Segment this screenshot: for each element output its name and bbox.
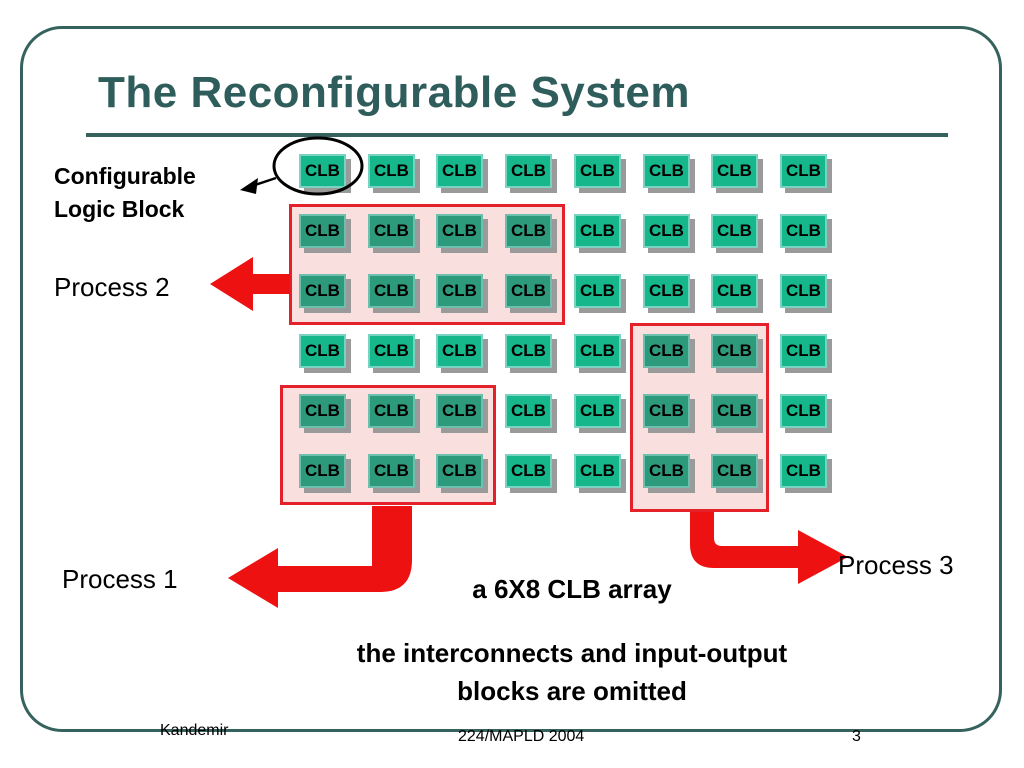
clb-highlight-ellipse [272,136,364,196]
clb-cell-r2-c7: CLB [711,214,758,248]
clb-cell-r2-c6: CLB [643,214,690,248]
clb-cell-r5-c1: CLB [299,394,346,428]
clb-cell-r2-c8: CLB [780,214,827,248]
clb-cell-r4-c8: CLB [780,334,827,368]
clb-cell-r6-c6: CLB [643,454,690,488]
clb-cell-r3-c2: CLB [368,274,415,308]
omitted-note-line-2: blocks are omitted [457,676,687,706]
process-2-arrow [210,257,290,311]
array-caption: a 6X8 CLB array [472,574,672,604]
clb-cell-r1-c4: CLB [505,154,552,188]
clb-cell-r2-c2: CLB [368,214,415,248]
clb-cell-r2-c4: CLB [505,214,552,248]
clb-cell-r3-c6: CLB [643,274,690,308]
clb-cell-r6-c4: CLB [505,454,552,488]
clb-cell-r3-c7: CLB [711,274,758,308]
clb-cell-r5-c3: CLB [436,394,483,428]
clb-cell-r1-c5: CLB [574,154,621,188]
omitted-note-line-1: the interconnects and input-output [356,638,788,668]
clb-cell-r4-c1: CLB [299,334,346,368]
clb-cell-r6-c8: CLB [780,454,827,488]
clb-cell-r4-c6: CLB [643,334,690,368]
clb-cell-r3-c4: CLB [505,274,552,308]
clb-cell-r3-c1: CLB [299,274,346,308]
title-underline [86,133,948,137]
clb-cell-r1-c6: CLB [643,154,690,188]
clb-cell-r1-c1: CLB [299,154,346,188]
clb-cell-r1-c2: CLB [368,154,415,188]
slide-frame [20,26,1002,732]
footer-venue: 224/MAPLD 2004 [458,728,585,745]
clb-cell-r1-c3: CLB [436,154,483,188]
clb-cell-r4-c5: CLB [574,334,621,368]
clb-callout-line-2: Logic Block [54,196,185,222]
process-3-arrow [690,512,848,584]
clb-cell-r6-c1: CLB [299,454,346,488]
clb-cell-r5-c2: CLB [368,394,415,428]
clb-cell-r5-c8: CLB [780,394,827,428]
footer-page-number: 3 [852,728,861,745]
process-1-arrow [228,506,412,608]
clb-cell-r1-c7: CLB [711,154,758,188]
clb-cell-r1-c8: CLB [780,154,827,188]
clb-cell-r4-c7: CLB [711,334,758,368]
clb-cell-r3-c5: CLB [574,274,621,308]
clb-cell-r5-c4: CLB [505,394,552,428]
clb-callout-label: Configurable Logic Block [54,160,196,226]
clb-cell-r4-c2: CLB [368,334,415,368]
clb-cell-r4-c4: CLB [505,334,552,368]
clb-cell-r2-c5: CLB [574,214,621,248]
omitted-note: the interconnects and input-output block… [262,634,882,710]
clb-cell-r5-c7: CLB [711,394,758,428]
clb-cell-r5-c5: CLB [574,394,621,428]
clb-cell-r5-c6: CLB [643,394,690,428]
clb-cell-r3-c8: CLB [780,274,827,308]
clb-callout-line-1: Configurable [54,163,196,189]
process-2-label: Process 2 [54,272,170,302]
clb-cell-r6-c5: CLB [574,454,621,488]
clb-cell-r2-c3: CLB [436,214,483,248]
clb-cell-r6-c3: CLB [436,454,483,488]
process-1-label: Process 1 [62,564,178,594]
slide-title: The Reconfigurable System [98,68,690,117]
process-3-label: Process 3 [838,550,954,580]
clb-cell-r6-c2: CLB [368,454,415,488]
clb-cell-r3-c3: CLB [436,274,483,308]
clb-cell-r2-c1: CLB [299,214,346,248]
footer-author: Kandemir [160,722,229,739]
clb-cell-r4-c3: CLB [436,334,483,368]
clb-callout-arrowhead [240,178,258,194]
clb-cell-r6-c7: CLB [711,454,758,488]
